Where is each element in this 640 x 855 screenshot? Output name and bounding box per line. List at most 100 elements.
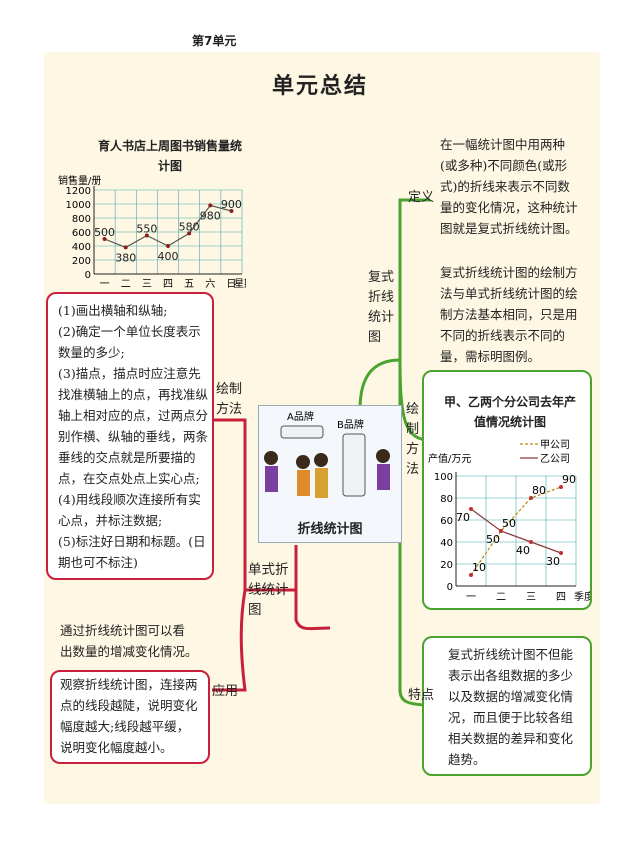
chart1-xtick: 六	[205, 278, 215, 290]
chart2-ytick: 80	[440, 494, 453, 505]
draw-method-line: 法与单式折线统计图的绘	[440, 286, 578, 301]
person-1-body	[265, 466, 278, 492]
apply-box	[50, 670, 210, 764]
unit-tag: 第7单元	[192, 34, 237, 48]
brand-a-label: A品牌	[287, 410, 314, 423]
chart2-ytick: 60	[440, 516, 453, 527]
chart2-xtick: 一	[466, 592, 476, 603]
feature-line: 复式折线统计图不但能	[448, 647, 574, 662]
chart2-point	[469, 573, 473, 577]
chart1-xlabel: 星期	[234, 278, 246, 290]
chart2-legend-label: 甲公司	[540, 440, 570, 451]
chart2-xtick: 二	[496, 592, 506, 603]
draw-step-line: 找准横轴上的点，再找准纵	[58, 387, 209, 402]
chart1-title: 育人书店上周图书销售量统计图	[60, 136, 280, 176]
draw-method-line: 复式折线统计图的绘制方	[440, 265, 578, 280]
draw-steps-box	[46, 292, 214, 580]
chart1-point	[208, 203, 213, 208]
definition-line: 式)的折线来表示不同数	[440, 179, 570, 194]
chart1-point	[187, 231, 192, 236]
draw-method-line: 制方法基本相同，只是用	[440, 307, 578, 322]
page-title: 单元总结	[271, 74, 368, 99]
wall-ac-unit	[280, 425, 324, 439]
chart1-point	[166, 244, 170, 248]
chart2-data-label: 50	[502, 517, 516, 530]
person-2-body	[297, 470, 310, 496]
definition-text: 在一幅统计图中用两种(或多种)不同颜色(或形式)的折线来表示不同数量的变化情况，…	[440, 134, 590, 239]
chart2-ytick: 40	[440, 538, 453, 549]
chart1-data-label: 580	[179, 220, 200, 233]
draw-method-text: 复式折线统计图的绘制方法与单式折线统计图的绘制方法基本相同，只是用不同的折线表示…	[440, 262, 590, 367]
chart2-point	[499, 529, 503, 533]
center-caption: 折线统计图	[297, 522, 363, 537]
draw-step-line: 垂线的交点就是所要描的	[58, 450, 196, 465]
person-3-body	[315, 468, 328, 498]
chart1-data-label: 550	[136, 223, 157, 236]
chart1-xtick: 日	[226, 279, 236, 290]
chart1-svg: 销售量/册020040060080010001200一二三四五六日星期50038…	[58, 174, 246, 290]
chart2-point	[469, 507, 473, 511]
draw-step-line: (2)确定一个单位长度表示	[58, 324, 201, 339]
chart1-ylabel: 销售量/册	[58, 174, 101, 187]
features-box	[422, 636, 592, 776]
feature-line: 以及数据的增减变化情	[448, 689, 574, 704]
chart1-ytick: 600	[72, 228, 91, 239]
chart1-xtick: 二	[121, 279, 131, 290]
chart1-ytick: 400	[72, 242, 91, 253]
chart2-data-label: 10	[472, 561, 486, 574]
right-draw-label: 绘制方法	[406, 402, 420, 477]
feat-label: 特点	[408, 688, 435, 703]
feature-line: 况，而且便于比较各组	[448, 710, 574, 725]
chart2-point	[559, 485, 563, 489]
apply-2-line: 幅度越大;线段越平缓，	[60, 719, 190, 734]
features-text: 复式折线统计图不但能表示出各组数据的多少以及数据的增减变化情况，而且便于比较各组…	[448, 644, 588, 770]
center-illustration: A品牌 B品牌	[258, 405, 402, 543]
draw-step-line: 数量的多少;	[58, 345, 125, 360]
chart2-data-label: 40	[516, 544, 530, 557]
draw-step-line: (3)描点，描点时应注意先	[58, 366, 201, 381]
draw-step-line: (1)画出横轴和纵轴;	[58, 303, 168, 318]
chart2-data-label: 50	[486, 533, 500, 546]
chart2-point	[529, 496, 533, 500]
chart1-ytick: 0	[85, 270, 91, 281]
chart1-point	[123, 245, 128, 250]
draw-step-line: 点，在交点处点上实心点;	[58, 471, 200, 486]
chart2-point	[529, 540, 533, 544]
chart2-point	[559, 551, 563, 555]
chart2-data-label: 90	[562, 473, 576, 486]
chart1-xtick: 四	[163, 279, 173, 290]
chart2-legend-label: 乙公司	[540, 453, 570, 465]
red-branch-line	[294, 545, 331, 631]
chart1-point	[102, 237, 107, 241]
definition-line: 在一幅统计图中用两种	[440, 137, 566, 152]
chart1-data-label: 980	[200, 209, 221, 222]
feature-line: 相关数据的差异和变化	[448, 731, 574, 746]
chart1-xtick: 一	[100, 279, 110, 290]
chart2-data-label: 80	[532, 484, 546, 497]
people-ac-illustration: A品牌 B品牌	[264, 410, 390, 498]
chart2-xtick: 四	[556, 592, 566, 603]
red-apply-line	[212, 589, 247, 692]
apply-1-line: 出数量的增减变化情况。	[60, 644, 198, 659]
brand-b-label: B品牌	[337, 418, 364, 431]
chart2-ytick: 20	[440, 560, 453, 571]
chart1-data-label: 380	[115, 251, 136, 264]
def-label: 定义	[408, 190, 435, 205]
chart2-ytick: 0	[447, 582, 453, 593]
apply-2-line: 说明变化幅度越小。	[60, 740, 173, 755]
chart1-ytick: 1200	[66, 186, 91, 197]
draw-method-line: 量，需标明图例。	[440, 349, 541, 364]
person-4-body	[377, 464, 390, 490]
draw-step-line: 别作横、纵轴的垂线，两条	[58, 429, 209, 444]
compound-branch-label: 复式折线统计图	[368, 270, 395, 345]
chart2-ytick: 100	[434, 472, 453, 483]
chart2-data-label: 70	[456, 511, 470, 524]
definition-line: 图就是复式折线统计图。	[440, 221, 578, 236]
draw-steps-text: (1)画出横轴和纵轴; (2)确定一个单位长度表示数量的多少; (3)描点，描点时应…	[58, 300, 214, 573]
chart2-title: 甲、乙两个分公司去年产值情况统计图	[443, 395, 576, 429]
chart1-ytick: 1000	[66, 200, 91, 211]
person-4-head	[376, 449, 390, 463]
draw-step-line: 轴上相对应的点，过两点分	[58, 408, 209, 423]
chart1-data-label: 500	[94, 226, 115, 239]
chart2-data-label: 30	[546, 555, 560, 568]
